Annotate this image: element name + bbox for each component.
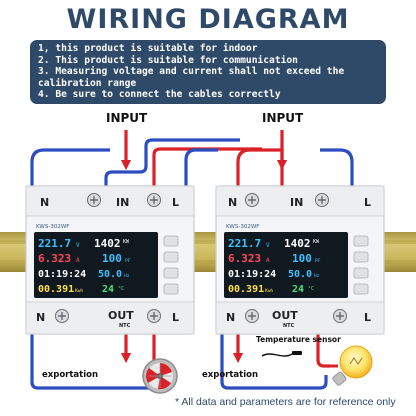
meter-left-temperature: 24 <box>102 284 114 295</box>
note-2: 2. This product is suitable for communic… <box>38 54 298 66</box>
meter-left-power: 1402 <box>94 237 121 250</box>
exportation-label-right: exportation <box>202 370 258 380</box>
meter-right-pf: 100 <box>292 252 312 265</box>
meter-right-button-2[interactable] <box>353 251 369 263</box>
energy-meter-right: N IN L N OUT NTC L KWS-302WF 221.7 V 140… <box>215 185 385 335</box>
meter-right-button-1[interactable] <box>353 235 369 247</box>
meter-right-model: KWS-302WF <box>226 224 259 230</box>
meter-right-voltage-unit: V <box>266 242 270 249</box>
diagram-title: WIRING DIAGRAM <box>66 4 350 35</box>
meter-right-bottom-terminal-block <box>215 301 385 335</box>
note-1: 1, this product is suitable for indoor <box>38 43 258 54</box>
exportation-label-left: exportation <box>42 370 98 380</box>
note-3-continued: calibration range <box>38 77 137 89</box>
meter-left-model: KWS-302WF <box>36 224 69 230</box>
meter-left-voltage-unit: V <box>76 242 80 249</box>
meter-left-terminal-l-top: L <box>172 196 179 209</box>
notes-panel: 1, this product is suitable for indoor 2… <box>30 40 386 104</box>
meter-left-button-3[interactable] <box>163 267 179 279</box>
meter-right-terminal-l-bottom: L <box>364 311 371 324</box>
temperature-sensor-label: Temperature sensor <box>256 335 341 344</box>
meter-right-current: 6.323 <box>228 252 261 265</box>
meter-right-energy-unit: Kwh <box>265 288 273 294</box>
meter-left-lcd <box>34 232 158 298</box>
meter-left-time: 01:19:24 <box>38 269 86 280</box>
meter-left-energy: 00.391 <box>38 284 74 295</box>
meter-left-button-2[interactable] <box>163 251 179 263</box>
meter-right-readings: 221.7 V 1402 KW 6.323 A 100 PF 01:19:24 … <box>228 237 321 295</box>
meter-right-energy: 00.391 <box>228 284 264 295</box>
meter-left-terminal-l-bottom: L <box>172 311 179 324</box>
meter-right-pf-unit: PF <box>315 258 321 264</box>
meter-left-temperature-unit: °C <box>118 286 124 292</box>
meter-right-side-buttons <box>353 235 369 295</box>
meter-right-terminal-in: IN <box>290 196 303 209</box>
input-label-left: INPUT <box>106 111 148 125</box>
wire-n-right-top <box>320 148 354 190</box>
input-label-right: INPUT <box>262 111 304 125</box>
meter-left-energy-unit: Kwh <box>75 288 83 294</box>
meter-left-screws <box>55 193 161 323</box>
meter-left-current-unit: A <box>76 257 80 264</box>
meter-right-top-terminal-block <box>215 185 385 217</box>
wire-l-right-bottom <box>316 330 330 368</box>
meter-left-bottom-terminal-block <box>25 301 195 335</box>
wire-n-blue-top <box>104 138 240 190</box>
meter-right-current-unit: A <box>266 257 270 264</box>
meter-left-ntc-label: NTC <box>119 323 131 329</box>
meter-left-button-1[interactable] <box>163 235 179 247</box>
meter-right-temperature: 24 <box>292 284 304 295</box>
meter-left-terminal-n-bottom: N <box>36 311 45 324</box>
meter-left-terminal-out: OUT <box>108 309 134 322</box>
note-3: 3. Measuring voltage and current shall n… <box>38 66 345 78</box>
meter-left-frequency-unit: Hz <box>124 273 130 279</box>
meter-left-side-buttons <box>163 235 179 295</box>
meter-right-voltage: 221.7 <box>228 237 261 250</box>
meter-left-frequency: 50.0 <box>98 269 122 280</box>
meter-right-button-3[interactable] <box>353 267 369 279</box>
wire-l-red-top <box>152 147 262 190</box>
meter-left-pf: 100 <box>102 252 122 265</box>
light-bulb-icon <box>330 345 373 386</box>
din-rail-ridge-bottom <box>0 260 416 264</box>
wire-n-left-top <box>30 148 110 190</box>
meter-left-voltage: 221.7 <box>38 237 71 250</box>
wire-in-right-top <box>236 148 284 190</box>
meter-left-button-4[interactable] <box>163 283 179 295</box>
temperature-sensor-probe-icon <box>261 351 302 357</box>
meter-left-current: 6.323 <box>38 252 71 265</box>
meter-left-power-unit: KW <box>123 239 130 245</box>
meter-right-power: 1402 <box>284 237 311 250</box>
din-rail-ridge-top <box>0 240 416 244</box>
meter-left-pf-unit: PF <box>125 258 131 264</box>
meter-right-button-4[interactable] <box>353 283 369 295</box>
input-wires <box>30 130 354 190</box>
energy-meter-left: N IN L N OUT NTC L KWS-302WF 221.7 V 140… <box>25 185 195 335</box>
meter-right-power-unit: KW <box>313 239 320 245</box>
meter-right-terminal-l-top: L <box>364 196 371 209</box>
meter-right-temperature-unit: °C <box>308 286 314 292</box>
meter-right-frequency-unit: Hz <box>314 273 320 279</box>
fan-icon <box>142 358 178 394</box>
meter-right-ntc-label: NTC <box>283 323 295 329</box>
meter-left-top-terminal-block <box>25 185 195 217</box>
wire-link-top <box>184 148 218 190</box>
meter-left-terminal-in: IN <box>116 196 129 209</box>
meter-right-terminal-n-top: N <box>228 196 237 209</box>
note-4: 4. Be sure to connect the cables correct… <box>38 89 281 101</box>
meter-right-terminal-out: OUT <box>272 309 298 322</box>
footer-disclaimer: * All data and parameters are for refere… <box>175 396 396 408</box>
meter-left-readings: 221.7 V 1402 KW 6.323 A 100 PF 01:19:24 … <box>38 237 131 295</box>
wire-n-right-bottom <box>220 330 328 390</box>
meter-right-terminal-n-bottom: N <box>226 311 235 324</box>
meter-right-frequency: 50.0 <box>288 269 312 280</box>
meter-right-lcd <box>224 232 348 298</box>
meter-right-time: 01:19:24 <box>228 269 276 280</box>
meter-right-screws <box>245 193 347 323</box>
meter-left-terminal-n-top: N <box>40 196 49 209</box>
